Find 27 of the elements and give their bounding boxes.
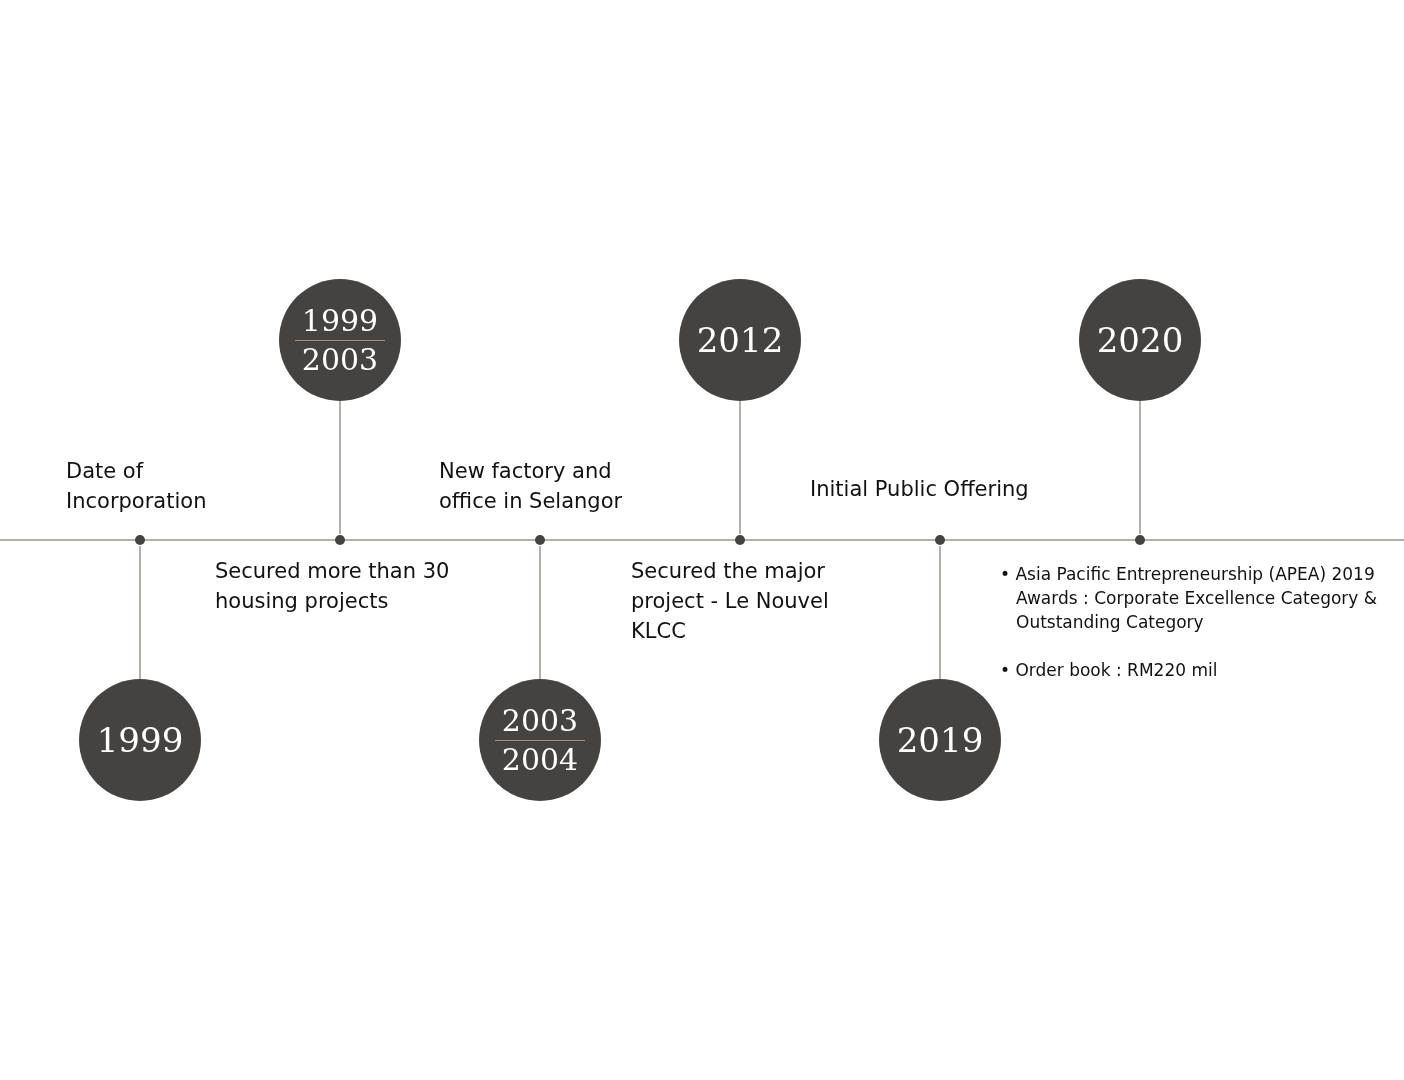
year-label: 2020 <box>1096 323 1184 357</box>
connector-line <box>539 545 541 680</box>
timeline-dot <box>135 535 145 545</box>
year-label: 2019 <box>896 723 984 757</box>
event-text: Initial Public Offering <box>810 476 1030 503</box>
year-label: 2004 <box>501 740 579 779</box>
timeline-dot <box>735 535 745 545</box>
year-label: 1999 <box>96 723 184 757</box>
bullet-item: • Order book : RM220 mil <box>1000 659 1219 682</box>
connector-line <box>939 545 941 680</box>
year-label: 1999 <box>301 301 379 340</box>
connector-line <box>1139 400 1141 535</box>
year-label: 2003 <box>301 340 379 379</box>
event-text: Secured more than 30 housing projects <box>215 558 451 615</box>
connector-line <box>339 400 341 535</box>
timeline-dot <box>535 535 545 545</box>
year-label: 2012 <box>696 323 784 357</box>
timeline-dot <box>1135 535 1145 545</box>
event-text: Date of Incorporation <box>66 458 208 515</box>
connector-line <box>139 545 141 680</box>
connector-line <box>739 400 741 535</box>
year-label: 2003 <box>501 701 579 740</box>
event-text: Secured the major project - Le Nouvel KLCC <box>631 558 830 645</box>
timeline-dot <box>935 535 945 545</box>
timeline-dot <box>335 535 345 545</box>
event-text: New factory and office in Selangor <box>439 458 624 515</box>
bullet-item: • Asia Pacific Entrepreneurship (APEA) 2019 Awards : Corporate Excellence Category & Outstanding Category <box>1000 563 1379 634</box>
